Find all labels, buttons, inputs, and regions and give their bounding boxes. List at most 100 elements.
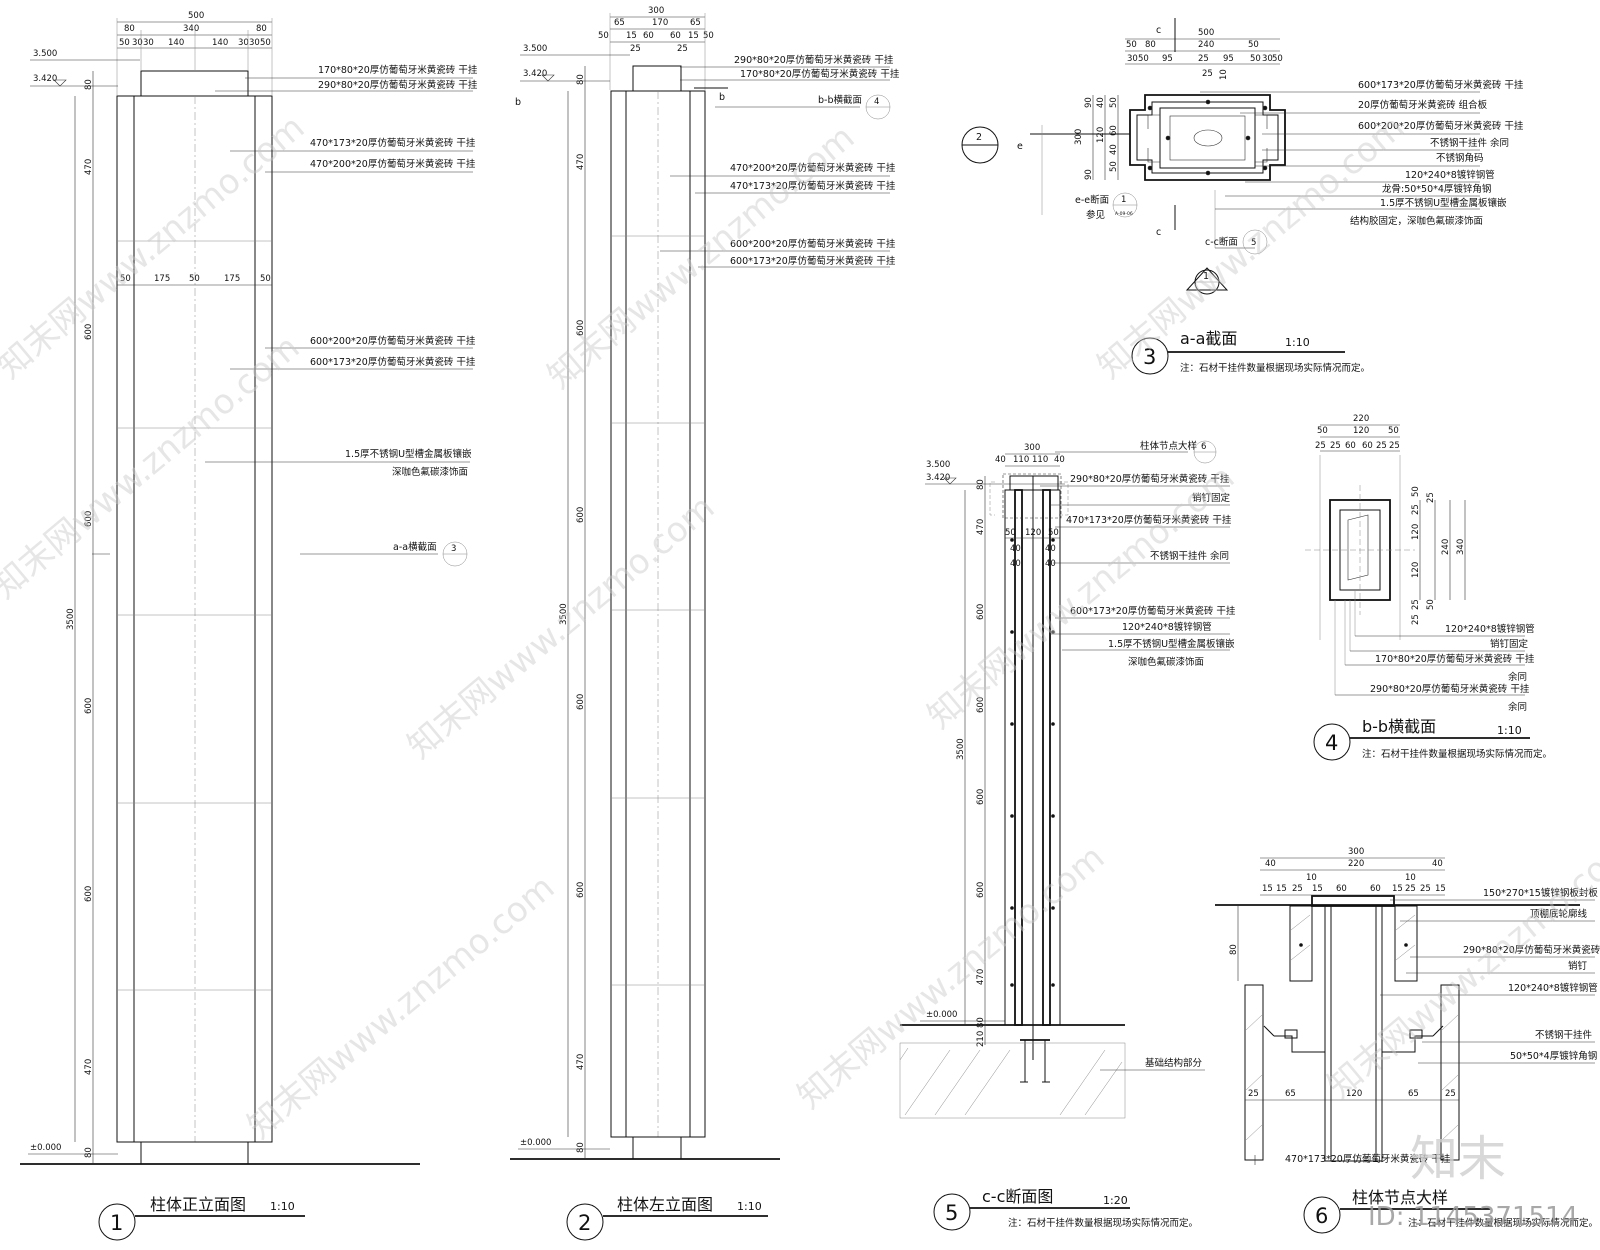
svg-text:50: 50 xyxy=(1109,97,1119,108)
svg-text:95: 95 xyxy=(1223,54,1234,64)
view2-cap xyxy=(632,65,682,92)
svg-text:240: 240 xyxy=(1198,40,1214,50)
svg-text:60: 60 xyxy=(670,31,681,41)
svg-text:470*173*20厚仿葡萄牙米黄瓷砖 干挂: 470*173*20厚仿葡萄牙米黄瓷砖 干挂 xyxy=(1285,1153,1451,1165)
svg-text:300: 300 xyxy=(1074,129,1084,145)
svg-text:1.5厚不锈钢U型槽金属板镶嵌: 1.5厚不锈钢U型槽金属板镶嵌 xyxy=(345,448,472,460)
svg-text:25: 25 xyxy=(630,44,641,54)
view2-level-top: 3.500 xyxy=(523,44,547,54)
svg-text:25: 25 xyxy=(1411,504,1421,515)
svg-text:600*173*20厚仿葡萄牙米黄瓷砖 干挂: 600*173*20厚仿葡萄牙米黄瓷砖 干挂 xyxy=(1070,605,1236,617)
view3-section-aa: 500 240 50 80 50 30 50 95 25 95 50 30 50… xyxy=(961,18,1524,375)
view4-labels: 120*240*8镀锌钢管 销钉固定 170*80*20厚仿葡萄牙米黄瓷砖 干挂… xyxy=(1334,590,1535,713)
svg-text:50: 50 xyxy=(1005,528,1016,538)
view2-level-cap: 3.420 xyxy=(523,69,547,79)
svg-text:140: 140 xyxy=(212,38,228,48)
svg-text:470: 470 xyxy=(976,519,986,535)
svg-text:3500: 3500 xyxy=(66,608,76,630)
view5-anchors xyxy=(1010,538,1055,987)
view6-tile-hatch xyxy=(1245,914,1459,1141)
svg-text:1:10: 1:10 xyxy=(737,1200,762,1213)
svg-text:3: 3 xyxy=(1143,345,1156,369)
svg-text:e: e xyxy=(1017,141,1023,152)
view6-steel-tube xyxy=(1324,905,1383,1162)
view6-labels: 150*270*15镀锌钢板封板 顶棚底轮廓线 290*80*20厚仿葡萄牙米黄… xyxy=(1254,887,1600,1165)
svg-text:50: 50 xyxy=(1248,40,1259,50)
svg-text:300: 300 xyxy=(1348,847,1364,857)
svg-text:1.5厚不锈钢U型槽金属板镶嵌: 1.5厚不锈钢U型槽金属板镶嵌 xyxy=(1380,197,1507,209)
svg-text:470*200*20厚仿葡萄牙米黄瓷砖 干挂: 470*200*20厚仿葡萄牙米黄瓷砖 干挂 xyxy=(730,162,896,174)
view3-top-dims: 500 240 50 80 50 30 50 95 25 95 50 30 50… xyxy=(1125,28,1283,80)
svg-text:500: 500 xyxy=(188,11,204,21)
view2-base xyxy=(632,1136,682,1160)
svg-text:65: 65 xyxy=(1408,1089,1419,1099)
view1-cap xyxy=(140,70,249,97)
svg-text:25: 25 xyxy=(1426,492,1436,503)
svg-text:80: 80 xyxy=(84,1147,94,1158)
view3-left-dims: 90 40 50 120 60 40 50 90 300 xyxy=(1074,95,1119,180)
svg-text:柱体节点大样: 柱体节点大样 xyxy=(1140,440,1197,452)
svg-text:120*240*8镀锌钢管: 120*240*8镀锌钢管 xyxy=(1445,623,1535,635)
view5-level-top: 3.500 xyxy=(926,460,950,470)
svg-text:30: 30 xyxy=(238,38,249,48)
svg-text:120*240*8镀锌钢管: 120*240*8镀锌钢管 xyxy=(1405,169,1495,181)
svg-text:50: 50 xyxy=(119,38,130,48)
svg-text:1:10: 1:10 xyxy=(1285,336,1310,349)
svg-text:470*173*20厚仿葡萄牙米黄瓷砖 干挂: 470*173*20厚仿葡萄牙米黄瓷砖 干挂 xyxy=(730,180,896,192)
svg-text:余同: 余同 xyxy=(1508,671,1527,683)
view1-mid-dims: 50 175 50 175 50 xyxy=(117,274,272,286)
svg-text:3: 3 xyxy=(451,544,456,554)
svg-text:60: 60 xyxy=(1336,884,1347,894)
view6-top-tile-right xyxy=(1394,905,1418,982)
svg-text:20厚仿葡萄牙米黄瓷砖 组合板: 20厚仿葡萄牙米黄瓷砖 组合板 xyxy=(1358,99,1488,111)
view3-steel-tube xyxy=(1159,107,1256,169)
svg-text:290*80*20厚仿葡萄牙米黄瓷砖 干挂: 290*80*20厚仿葡萄牙米黄瓷砖 干挂 xyxy=(318,79,478,91)
view1-front-elevation: 500 80 340 80 50 30 30 140 140 30 30 50 … xyxy=(20,11,478,1241)
view6-top-tile-left xyxy=(1289,905,1313,982)
svg-text:60: 60 xyxy=(1109,125,1119,136)
view2-left-elevation: 300 65 170 65 50 15 60 60 15 50 25 25 3.… xyxy=(510,6,900,1241)
svg-text:120: 120 xyxy=(1096,127,1106,143)
svg-text:25: 25 xyxy=(1445,1089,1456,1099)
svg-text:80: 80 xyxy=(976,1017,986,1028)
svg-text:销钉固定: 销钉固定 xyxy=(1490,638,1529,650)
svg-text:15: 15 xyxy=(1262,884,1273,894)
svg-text:80: 80 xyxy=(1229,944,1239,955)
view1-base xyxy=(140,1141,249,1165)
svg-text:10: 10 xyxy=(1219,69,1229,80)
svg-text:10: 10 xyxy=(1405,873,1416,883)
svg-text:340: 340 xyxy=(1456,539,1466,555)
svg-text:a-a截面: a-a截面 xyxy=(1180,329,1237,348)
svg-text:15: 15 xyxy=(1276,884,1287,894)
view2-tile-joints xyxy=(611,235,705,986)
svg-text:销钉: 销钉 xyxy=(1568,960,1588,972)
svg-text:470: 470 xyxy=(976,969,986,985)
svg-text:1: 1 xyxy=(110,1211,123,1235)
svg-text:600*173*20厚仿葡萄牙米黄瓷砖 干挂: 600*173*20厚仿葡萄牙米黄瓷砖 干挂 xyxy=(310,356,476,368)
svg-text:15: 15 xyxy=(1392,884,1403,894)
svg-text:50: 50 xyxy=(1317,426,1328,436)
svg-text:150*270*15镀锌钢板封板: 150*270*15镀锌钢板封板 xyxy=(1483,887,1598,899)
svg-text:深咖色氟碳漆饰面: 深咖色氟碳漆饰面 xyxy=(1128,656,1204,668)
svg-text:600*200*20厚仿葡萄牙米黄瓷砖 干挂: 600*200*20厚仿葡萄牙米黄瓷砖 干挂 xyxy=(1358,120,1524,132)
view2-top-dims: 300 65 170 65 50 15 60 60 15 50 25 25 xyxy=(598,6,714,90)
svg-text:25: 25 xyxy=(1420,884,1431,894)
svg-text:175: 175 xyxy=(224,274,240,284)
svg-text:1:10: 1:10 xyxy=(270,1200,295,1213)
svg-text:6: 6 xyxy=(1201,442,1206,452)
view2-section-mark-left: b xyxy=(515,97,521,108)
svg-text:220: 220 xyxy=(1353,414,1369,424)
svg-text:80: 80 xyxy=(1145,40,1156,50)
svg-text:b-b横截面: b-b横截面 xyxy=(1362,717,1436,736)
svg-text:深咖色氟碳漆饰面: 深咖色氟碳漆饰面 xyxy=(392,466,468,478)
svg-text:470*173*20厚仿葡萄牙米黄瓷砖 干挂: 470*173*20厚仿葡萄牙米黄瓷砖 干挂 xyxy=(1066,514,1232,526)
svg-text:顶棚底轮廓线: 顶棚底轮廓线 xyxy=(1530,908,1588,920)
view6-bracket-left xyxy=(1263,1025,1325,1053)
svg-text:1: 1 xyxy=(1121,195,1126,205)
svg-text:600*200*20厚仿葡萄牙米黄瓷砖 干挂: 600*200*20厚仿葡萄牙米黄瓷砖 干挂 xyxy=(310,335,476,347)
svg-text:170*80*20厚仿葡萄牙米黄瓷砖 干挂: 170*80*20厚仿葡萄牙米黄瓷砖 干挂 xyxy=(740,68,900,80)
svg-text:50: 50 xyxy=(1109,161,1119,172)
view4-right-dims: 25 50 25 120 240 340 120 25 50 25 xyxy=(1411,486,1466,625)
svg-text:470: 470 xyxy=(576,154,586,170)
svg-text:50: 50 xyxy=(1426,599,1436,610)
